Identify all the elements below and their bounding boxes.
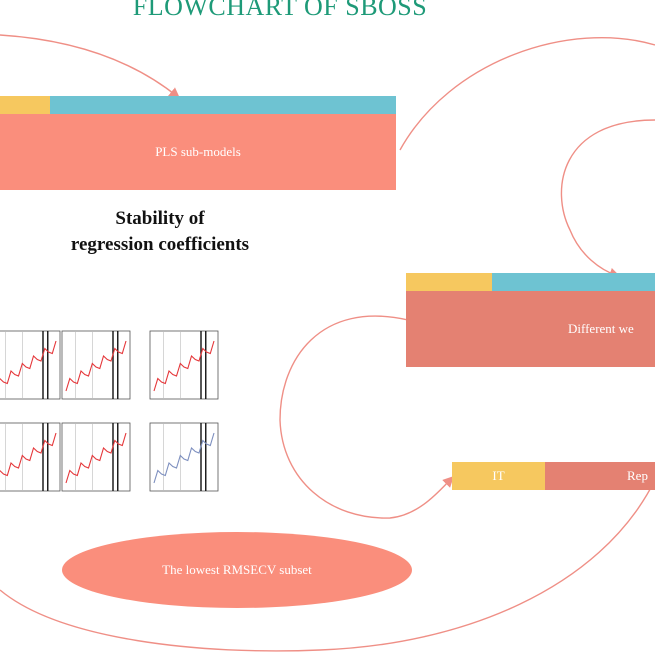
caption-line-2: regression coefficients [70, 234, 250, 255]
mini-plot [61, 330, 131, 400]
different-teal-strip [492, 273, 655, 291]
arrow-to-pls [0, 34, 181, 99]
caption-line-1: Stability of [115, 208, 205, 229]
coefficient-plots-grid [0, 325, 225, 505]
pls-sub-models-box: PLS sub-models [0, 114, 396, 190]
different-yellow-strip [406, 273, 492, 291]
repeat-yellow-label: IT [492, 468, 505, 483]
lowest-rmsecv-label: The lowest RMSECV subset [162, 562, 312, 577]
pls-yellow-strip [0, 96, 50, 114]
stability-caption: Stability of regression coefficients [40, 206, 280, 258]
repeat-label: Rep [627, 468, 648, 483]
repeat-box: Rep [545, 462, 655, 490]
mini-plots-svg [0, 330, 219, 492]
mini-plot [0, 330, 61, 400]
different-weights-box: Different we [406, 291, 655, 367]
mini-plot [149, 422, 219, 492]
lowest-rmsecv-ellipse: The lowest RMSECV subset [62, 532, 412, 608]
mini-plot [0, 422, 61, 492]
arrow-to-repeat [279, 315, 454, 519]
arrow-pls-loop [399, 37, 655, 151]
pls-teal-strip [50, 96, 396, 114]
arrow-to-different [560, 119, 655, 279]
page-title: FLOWCHART OF SBOSS [132, 0, 428, 21]
arrow-bottom-loop [0, 479, 655, 652]
pls-sub-models-label: PLS sub-models [155, 144, 241, 159]
repeat-yellow-cell: IT [452, 462, 545, 490]
mini-plot [61, 422, 131, 492]
mini-plot [149, 330, 219, 400]
different-weights-label: Different we [568, 321, 634, 336]
